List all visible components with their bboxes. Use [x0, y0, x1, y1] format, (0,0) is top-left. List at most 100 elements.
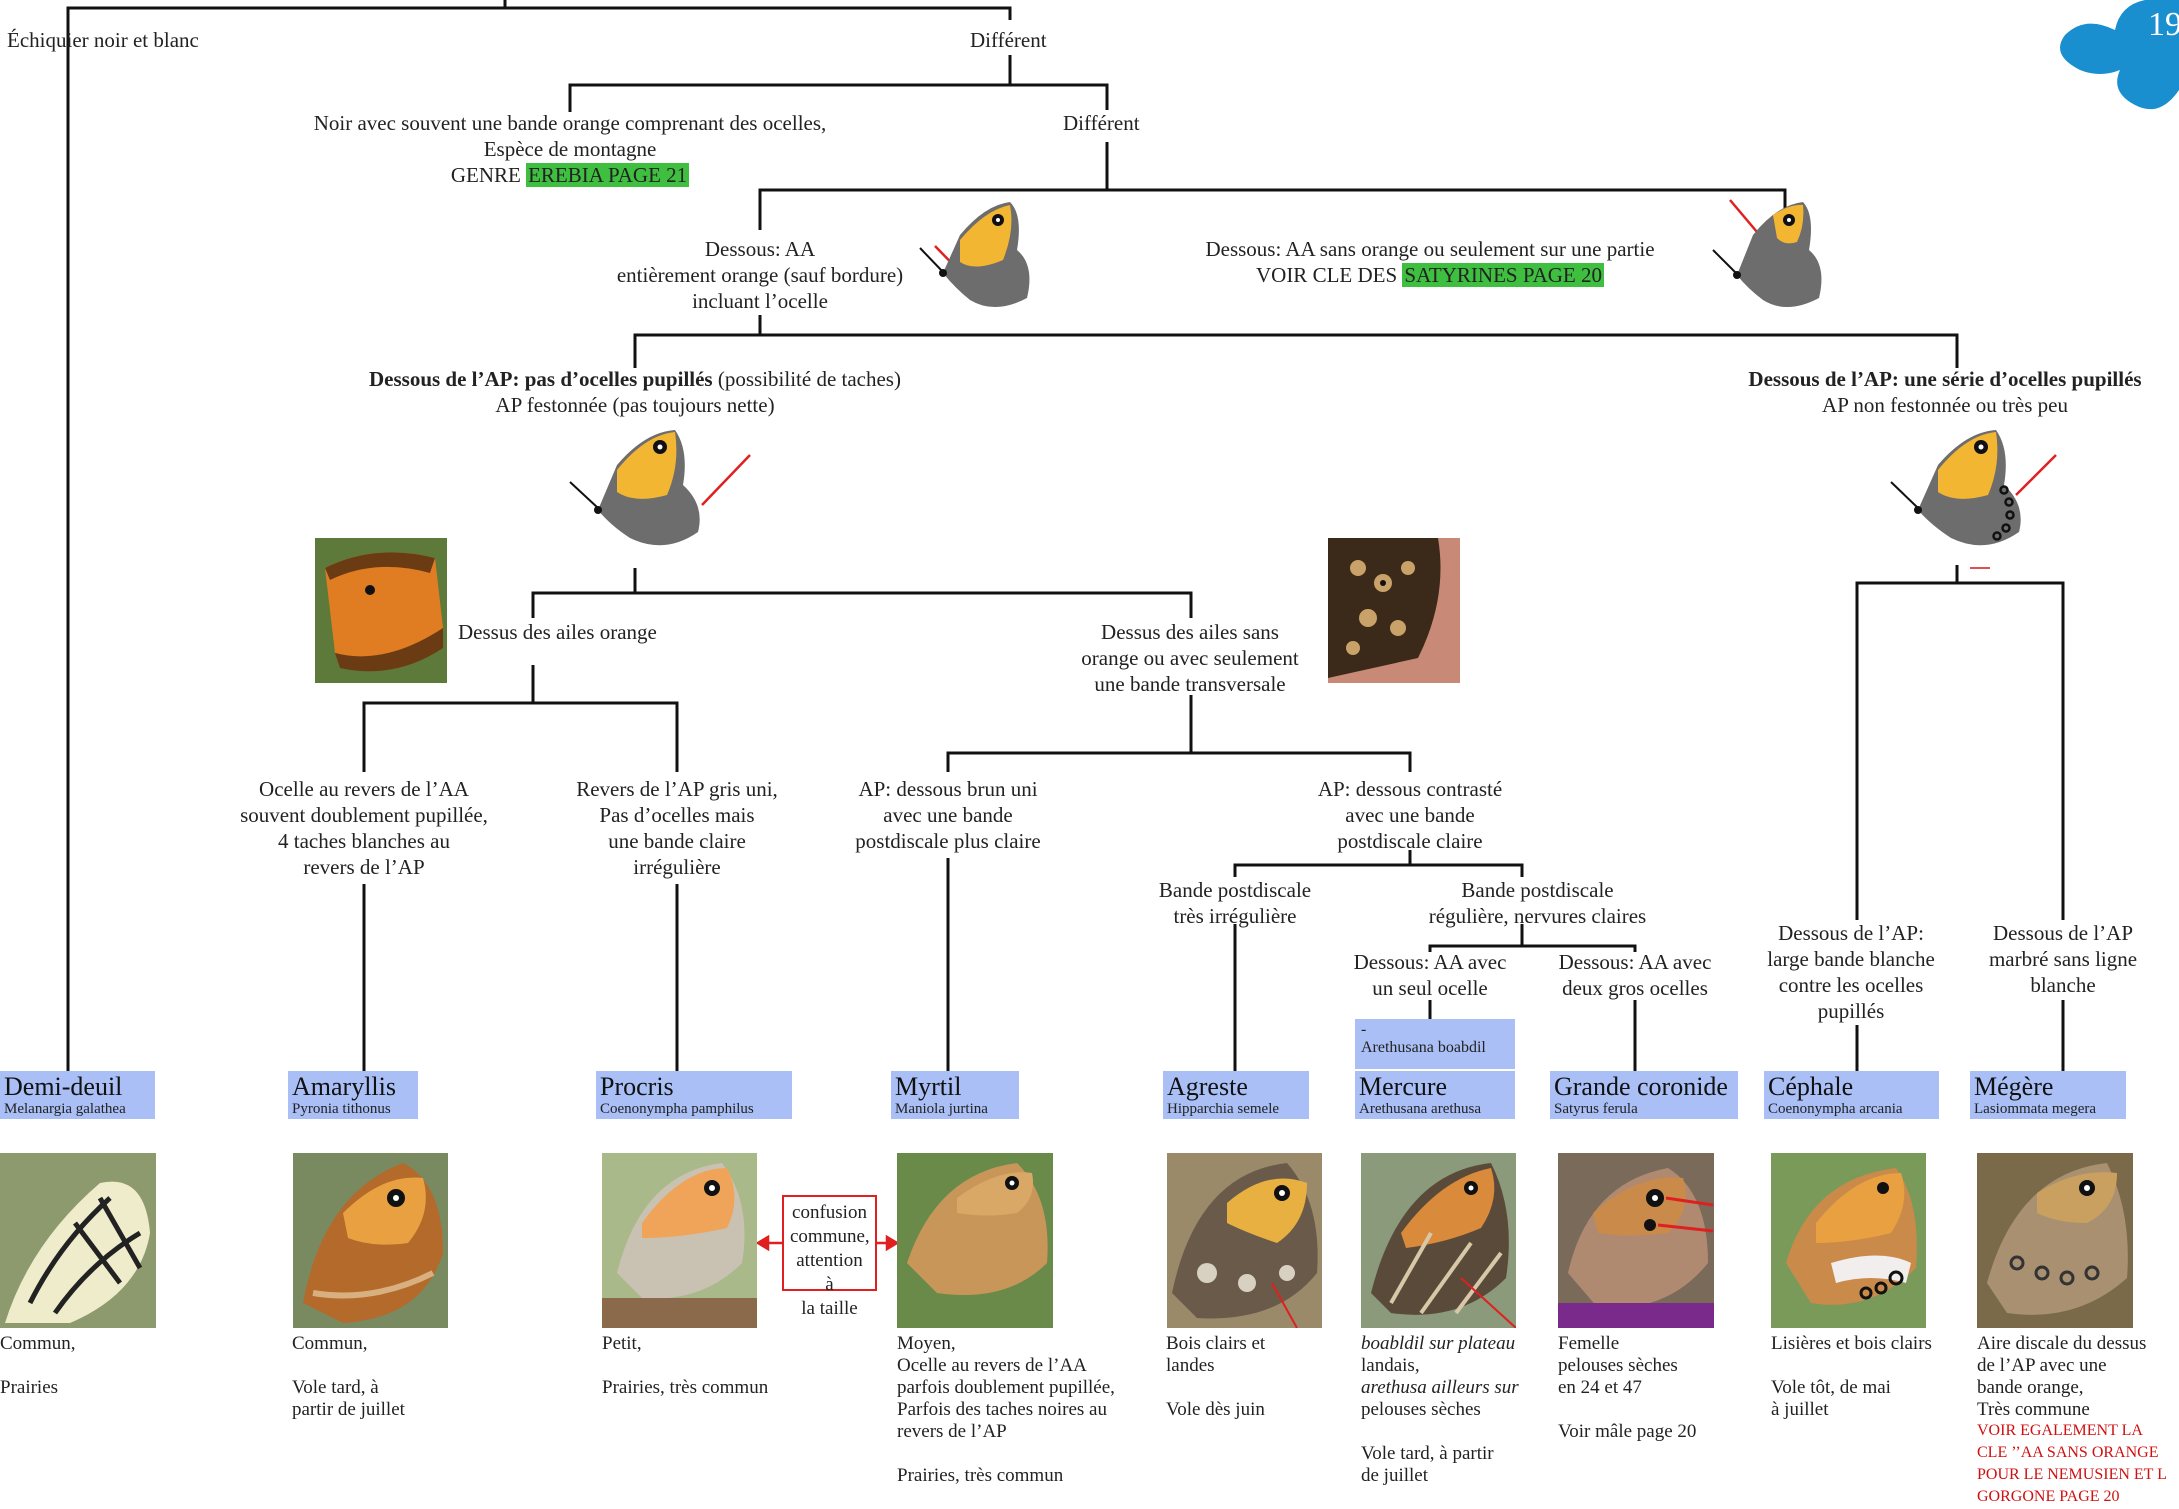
species-latin: Lasiommata megera — [1974, 1101, 2097, 1117]
aa-orange-line-1: Dessous: AA — [704, 237, 816, 261]
desc-mercure: boabldil sur plateau landais, arethusa a… — [1361, 1333, 1519, 1487]
species-latin: Coenonympha pamphilus — [600, 1101, 754, 1117]
node-aa-un-ocelle: Dessous: AA avec un seul ocelle — [1335, 949, 1525, 1001]
butterfly-logo-icon — [2060, 0, 2179, 110]
large-bande-line-4: pupillés — [1817, 999, 1885, 1023]
desc-agreste: Bois clairs et landes Vole dès juin — [1166, 1333, 1265, 1421]
ap-brun-line-1: AP: dessous brun uni — [858, 777, 1038, 801]
marbre-line-2: marbré sans ligne — [1988, 947, 2138, 971]
species-latin: Pyronia tithonus — [292, 1101, 391, 1117]
desc-line: Ocelle au revers de l’AA — [897, 1355, 1087, 1376]
desc-line: landes — [1166, 1355, 1215, 1376]
satyrines-page-link[interactable]: SATYRINES PAGE 20 — [1402, 263, 1604, 287]
noir-line-1: Noir avec souvent une bande orange compr… — [313, 111, 827, 135]
revers-gris-line-4: irrégulière — [633, 855, 721, 879]
species-latin: Satyrus ferula — [1554, 1101, 1638, 1117]
aa-deux-line-1: Dessous: AA avec — [1558, 950, 1712, 974]
desc-line — [897, 1443, 1115, 1465]
desc-line: Vole tard, à — [292, 1377, 379, 1398]
node-ap-serie-ocelles: Dessous de l’AP: une série d’ocelles pup… — [1720, 366, 2170, 418]
aa-sans-orange-line: Dessous: AA sans orange ou seulement sur… — [1205, 237, 1655, 261]
desc-line: à juillet — [1771, 1399, 1829, 1420]
desc-line: Prairies, très commun — [602, 1377, 769, 1398]
species-latin: Melanargia galathea — [4, 1101, 126, 1117]
see-also-link[interactable]: GORGONE PAGE 20 — [1977, 1488, 2120, 1505]
node-different-2: Différent — [1063, 111, 1140, 135]
dessus-sans-line-2: orange ou avec seulement — [1081, 646, 1299, 670]
node-bande-irreguliere: Bande postdiscale très irrégulière — [1128, 877, 1342, 929]
revers-gris-line-3: une bande claire — [608, 829, 746, 853]
node-ap-contraste: AP: dessous contrasté avec une bande pos… — [1290, 776, 1530, 854]
aa-un-line-1: Dessous: AA avec — [1353, 950, 1507, 974]
ocelle-revers-line-1: Ocelle au revers de l’AA — [259, 777, 469, 801]
desc-line: partir de juillet — [292, 1399, 405, 1420]
photo-myrtil — [897, 1153, 1053, 1328]
desc-line: Vole tard, à partir — [1361, 1443, 1494, 1464]
desc-line: boabldil sur plateau — [1361, 1333, 1516, 1354]
desc-grande-coronide: Femelle pelouses sèches en 24 et 47 Voir… — [1558, 1333, 1696, 1443]
ap-festonnee: AP festonnée (pas toujours nette) — [495, 393, 775, 417]
species-name: Procris — [600, 1072, 674, 1101]
desc-line — [1771, 1355, 1932, 1377]
node-different-1: Différent — [970, 28, 1047, 52]
desc-line: Lisières et bois clairs — [1771, 1333, 1932, 1354]
boabdil-latin: Arethusana boabdil — [1361, 1039, 1486, 1056]
species-latin: Coenonympha arcania — [1768, 1101, 1903, 1117]
desc-line: Vole dès juin — [1166, 1399, 1265, 1420]
desc-line: arethusa ailleurs sur — [1361, 1377, 1519, 1398]
species-name: Myrtil — [895, 1072, 962, 1101]
photo-amaryllis — [293, 1153, 448, 1328]
species-box-procris: Procris Coenonympha pamphilus — [596, 1071, 792, 1119]
desc-line: Aire discale du dessus — [1977, 1333, 2147, 1354]
confusion-line-2: commune, — [790, 1226, 870, 1247]
species-name: Mégère — [1974, 1072, 2054, 1101]
page-number: 19 — [2148, 6, 2179, 43]
genre-line: GENRE EREBIA PAGE 21 — [270, 162, 870, 188]
node-dessus-sans: Dessus des ailes sans orange ou avec seu… — [1040, 619, 1340, 697]
desc-line — [1361, 1421, 1519, 1443]
desc-procris: Petit, Prairies, très commun — [602, 1333, 768, 1399]
node-ocelle-revers: Ocelle au revers de l’AA souvent doublem… — [214, 776, 514, 880]
erebia-page-link[interactable]: EREBIA PAGE 21 — [526, 163, 690, 187]
desc-line: Moyen, — [897, 1333, 956, 1354]
see-also-link[interactable]: CLE ’’AA SANS ORANGE — [1977, 1444, 2159, 1461]
node-dessus-orange: Dessus des ailes orange — [458, 620, 657, 644]
node-bande-reguliere: Bande postdiscale régulière, nervures cl… — [1405, 877, 1670, 929]
aa-orange-line-3: incluant l’ocelle — [692, 289, 828, 313]
species-box-demi-deuil: Demi-deuil Melanargia galathea — [0, 1071, 155, 1119]
revers-gris-line-2: Pas d’ocelles mais — [599, 803, 755, 827]
desc-line: Prairies — [0, 1377, 59, 1398]
ap-contraste-line-1: AP: dessous contrasté — [1317, 777, 1503, 801]
see-also-link[interactable]: VOIR EGALEMENT LA — [1977, 1422, 2143, 1439]
marbre-line-3: blanche — [2030, 973, 2096, 997]
ap-serie-line: Dessous de l’AP: une série d’ocelles pup… — [1720, 366, 2170, 392]
ap-brun-line-3: postdiscale plus claire — [855, 829, 1041, 853]
marbre-line-1: Dessous de l’AP — [1993, 921, 2133, 945]
ap-brun-line-2: avec une bande — [883, 803, 1013, 827]
species-latin: Maniola jurtina — [895, 1101, 988, 1117]
bande-reg-line-1: Bande postdiscale — [1461, 878, 1614, 902]
node-large-bande: Dessous de l’AP: large bande blanche con… — [1745, 920, 1957, 1024]
bande-irreg-line-2: très irrégulière — [1173, 904, 1297, 928]
photo-demi-deuil — [0, 1153, 156, 1328]
desc-line: Petit, — [602, 1333, 642, 1354]
node-echiquier: Échiquier noir et blanc — [7, 28, 199, 52]
node-ap-pas-ocelles: Dessous de l’AP: pas d’ocelles pupillés … — [330, 366, 940, 418]
ap-pas-line: Dessous de l’AP: pas d’ocelles pupillés … — [330, 366, 940, 392]
butterfly-diagram-aa-orange-icon — [919, 202, 1030, 308]
desc-line: Voir mâle page 20 — [1558, 1421, 1697, 1442]
boabdil-dash: - — [1361, 1021, 1367, 1038]
node-aa-deux-ocelles: Dessous: AA avec deux gros ocelles — [1540, 949, 1730, 1001]
node-aa-sans-orange: Dessous: AA sans orange ou seulement sur… — [1170, 236, 1690, 288]
confusion-line-4: la taille — [801, 1298, 858, 1319]
ap-contraste-line-2: avec une bande — [1345, 803, 1475, 827]
species-box-megere: Mégère Lasiommata megera — [1970, 1071, 2126, 1119]
confusion-note: confusion commune, attention à la taille — [782, 1195, 877, 1319]
species-box-mercure: Mercure Arethusana arethusa — [1355, 1071, 1515, 1119]
desc-line: bande orange, — [1977, 1377, 2084, 1398]
ap-serie-bold: Dessous de l’AP: une série d’ocelles pup… — [1748, 367, 2142, 391]
see-also-link[interactable]: POUR LE NEMUSIEN ET L — [1977, 1466, 2167, 1483]
large-bande-line-3: contre les ocelles — [1778, 973, 1924, 997]
desc-demi-deuil: Commun, Prairies — [0, 1333, 75, 1399]
